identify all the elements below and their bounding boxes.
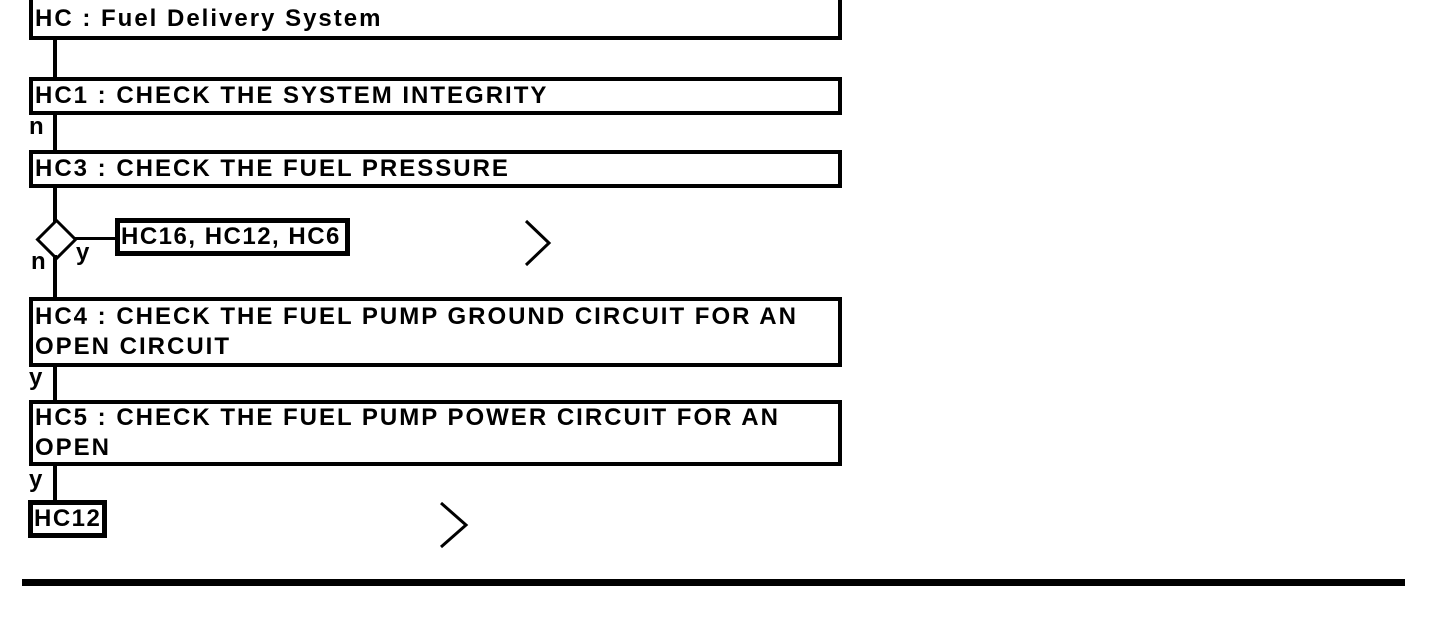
connector-line: [53, 113, 57, 154]
branch-label-no: n: [29, 113, 44, 140]
node-hc4-step[interactable]: HC4 : CHECK THE FUEL PUMP GROUND CIRCUIT…: [29, 297, 842, 367]
connector-line: [53, 365, 57, 404]
connector-line: [53, 462, 57, 504]
connector-line: [53, 186, 57, 222]
branch-label-yes: y: [29, 364, 43, 391]
node-hc16-reference[interactable]: HC16, HC12, HC6: [115, 218, 350, 256]
node-hc1-step[interactable]: HC1 : CHECK THE SYSTEM INTEGRITY: [29, 77, 842, 115]
node-hc-title[interactable]: HC : Fuel Delivery System: [29, 0, 842, 40]
chevron-right-icon[interactable]: [436, 498, 472, 552]
connector-line: [53, 255, 57, 301]
chevron-right-icon[interactable]: [521, 216, 557, 270]
branch-label-yes: y: [29, 466, 43, 493]
node-hc3-step[interactable]: HC3 : CHECK THE FUEL PRESSURE: [29, 150, 842, 188]
branch-label-yes: y: [76, 239, 90, 266]
section-divider: [22, 579, 1405, 586]
branch-label-no: n: [31, 248, 46, 275]
connector-line: [53, 36, 57, 81]
node-hc12-reference[interactable]: HC12: [28, 500, 107, 538]
connector-line: [74, 237, 118, 240]
node-hc5-step[interactable]: HC5 : CHECK THE FUEL PUMP POWER CIRCUIT …: [29, 400, 842, 466]
